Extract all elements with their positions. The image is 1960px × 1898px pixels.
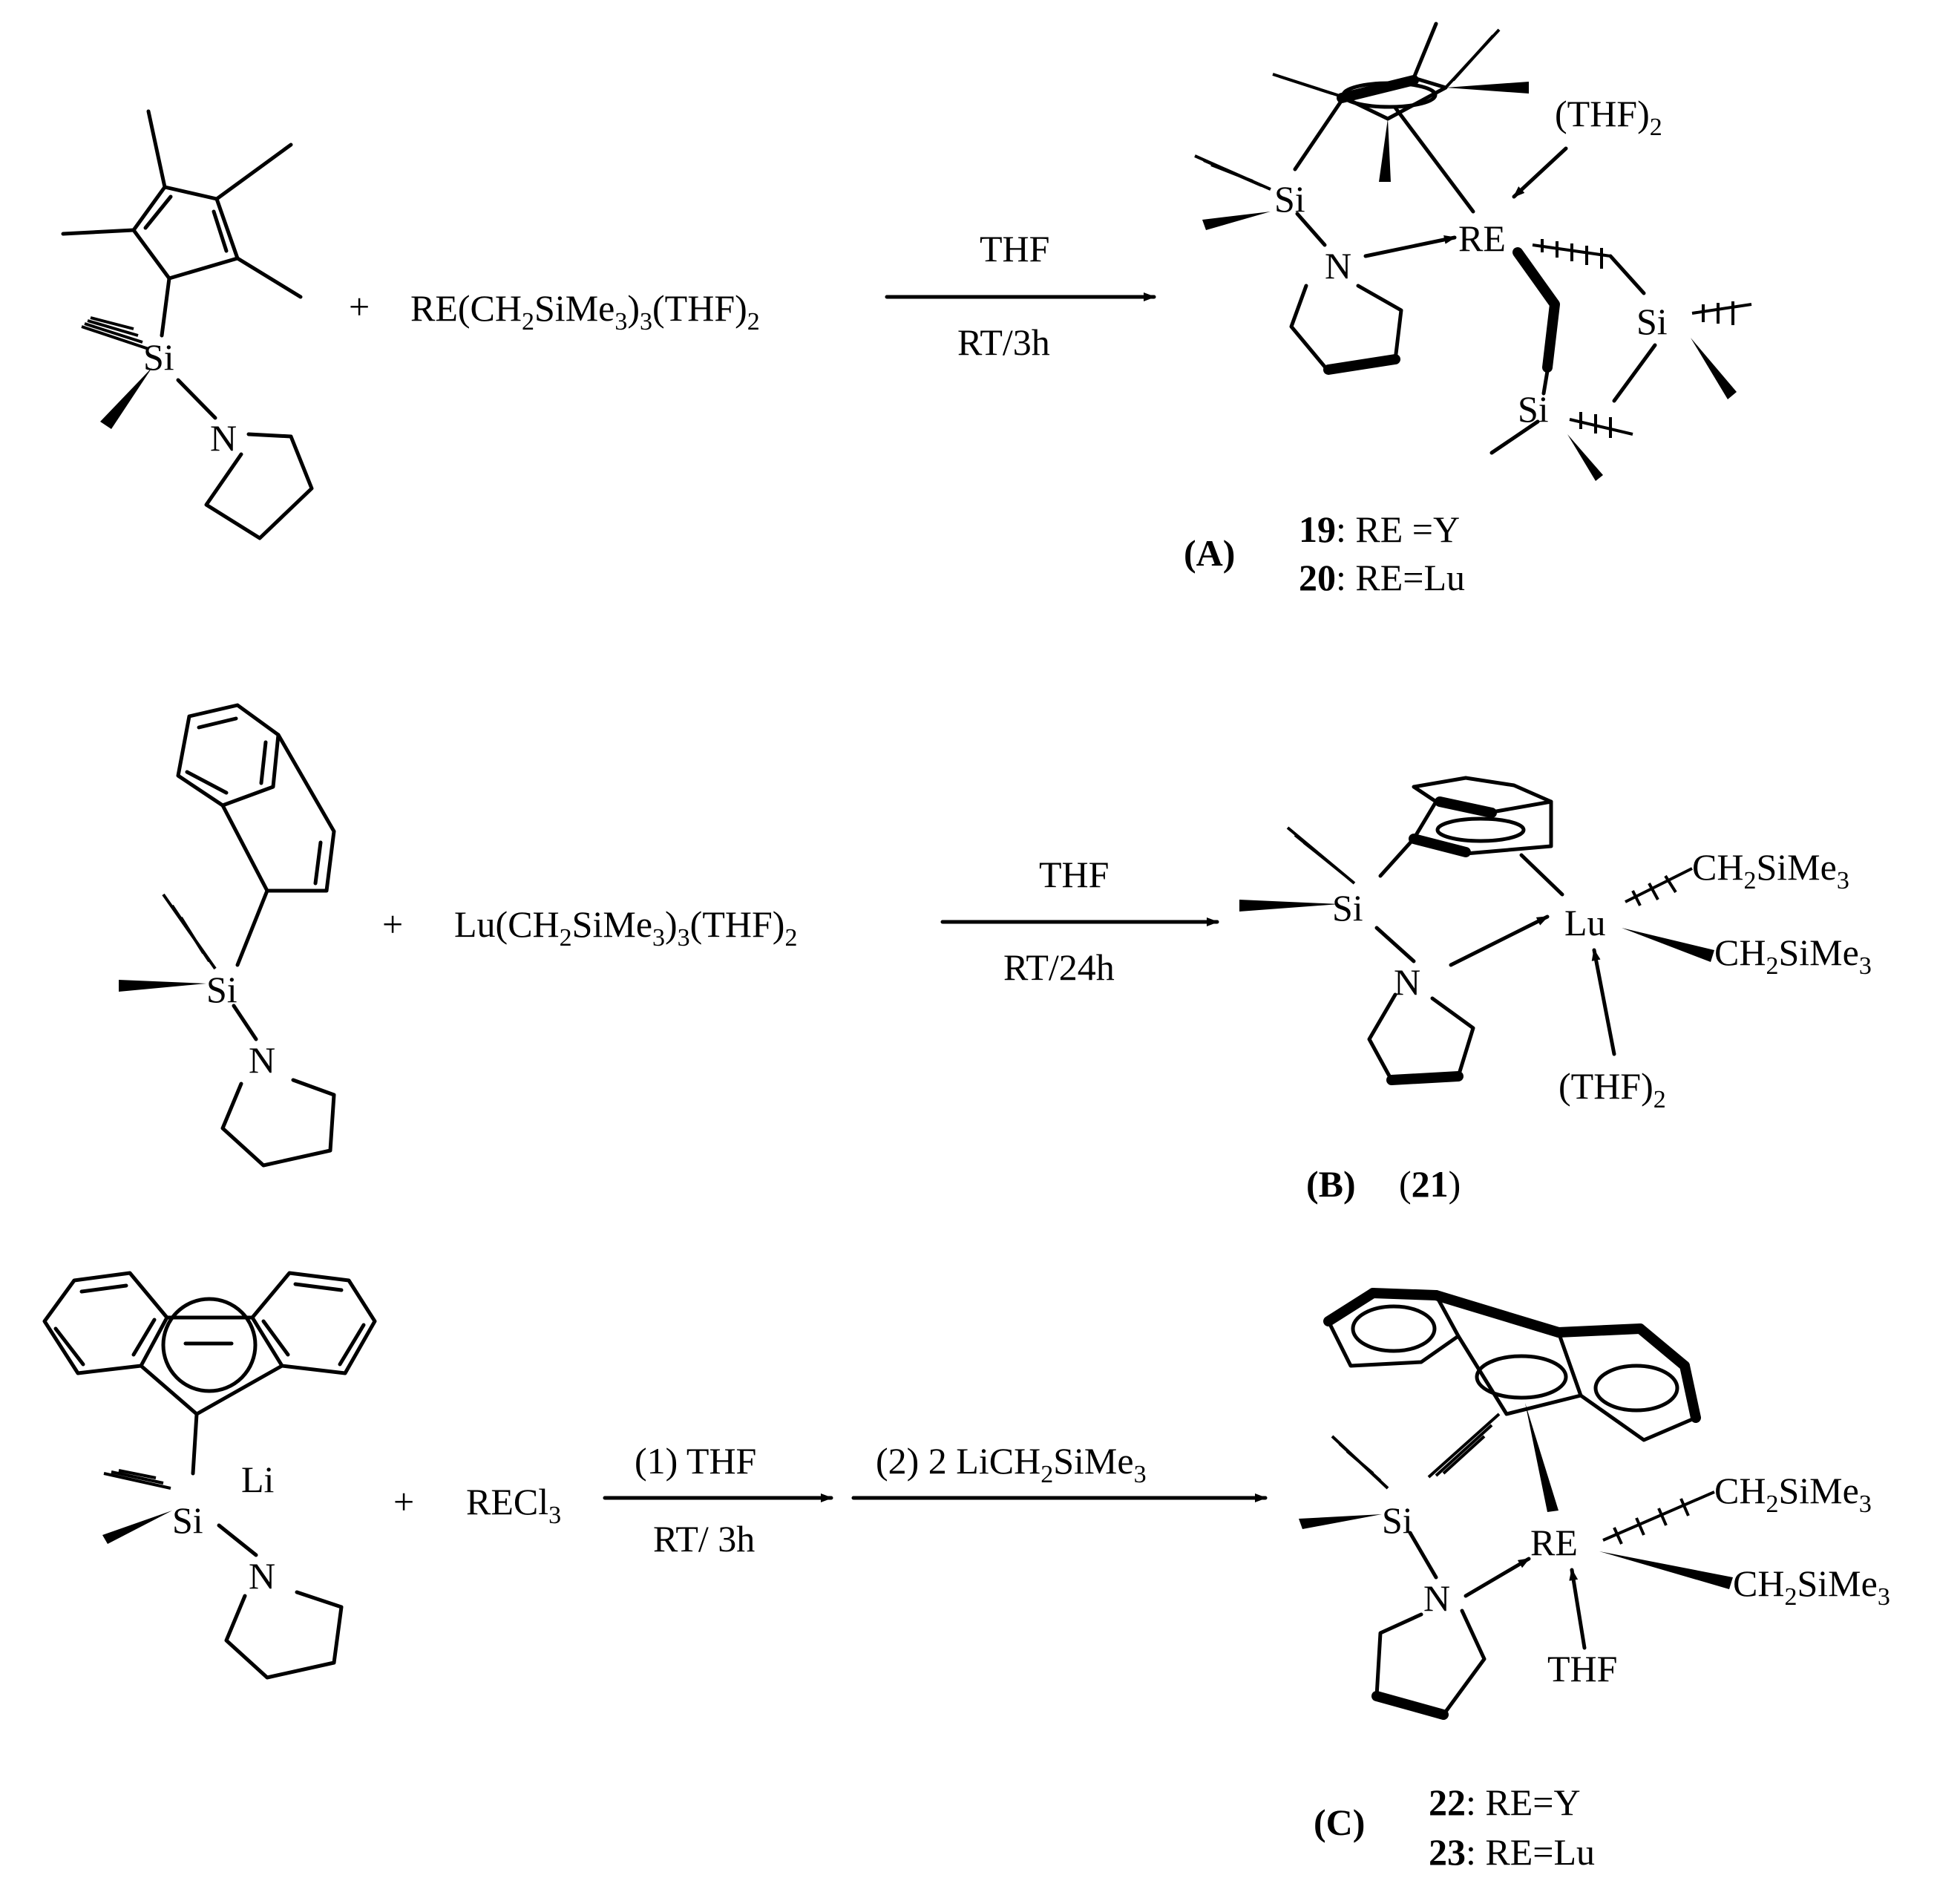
product-b-si-label: Si <box>1332 887 1363 929</box>
reaction-a: Si N + RE(CH2SiMe3)3(THF)2 THF RT/3h <box>61 22 1752 598</box>
compound-22-label: 22: RE=Y <box>1429 1781 1581 1823</box>
product-b-metal-label: Lu <box>1564 902 1606 943</box>
product-c-metal-label: RE <box>1530 1522 1578 1563</box>
conditions-b-below: RT/24h <box>1003 946 1115 988</box>
reactant-a-si-label: Si <box>143 336 174 378</box>
product-a-thf-label: (THF)2 <box>1555 93 1662 141</box>
product-c-structure: CH2SiMe3 CH2SiMe3 THF Si N RE <box>1299 1288 1890 1720</box>
product-a-si-label: Si <box>1274 178 1305 220</box>
product-a-metal-label: RE <box>1458 217 1506 259</box>
compound-21-label: (21) <box>1399 1163 1461 1205</box>
product-b-ligand1-label: CH2SiMe3 <box>1692 846 1849 894</box>
reactant-a-structure: Si N <box>61 109 314 540</box>
plus-sign-b: + <box>382 903 403 945</box>
reactant-c-si-label: Si <box>172 1499 203 1541</box>
product-b-structure: CH2SiMe3 CH2SiMe3 (THF)2 Si N Lu <box>1239 776 1872 1113</box>
compound-20-label: 20: RE=Lu <box>1299 557 1465 598</box>
plus-sign-a: + <box>349 286 370 327</box>
product-a-si3-label: Si <box>1518 388 1549 430</box>
compound-23-label: 23: RE=Lu <box>1429 1831 1595 1873</box>
product-c-si-label: Si <box>1382 1499 1413 1541</box>
reactant-b-si-label: Si <box>206 969 237 1010</box>
product-a-structure: (THF)2 Si N RE Si Si <box>1194 22 1752 481</box>
step2-above: (2) 2 LiCH2SiMe3 <box>876 1440 1147 1488</box>
product-b-thf-label: (THF)2 <box>1559 1065 1666 1113</box>
reagent-b-label: Lu(CH2SiMe3)3(THF)2 <box>454 903 797 952</box>
reactant-c-structure: Li Si N <box>42 1271 377 1680</box>
reactant-b-n-label: N <box>249 1039 275 1081</box>
product-b-n-label: N <box>1394 961 1420 1003</box>
step1-below: RT/ 3h <box>653 1518 755 1560</box>
panel-label-a: (A) <box>1184 532 1235 574</box>
conditions-b-above: THF <box>1039 854 1109 895</box>
product-a-n-label: N <box>1325 245 1351 287</box>
plus-sign-c: + <box>393 1481 414 1522</box>
compound-19-label: 19: RE =Y <box>1299 508 1460 550</box>
reactant-c-li-label: Li <box>241 1459 274 1500</box>
reaction-c: Li Si N + RECl3 (1) THF RT/ 3h (2) 2 LiC… <box>42 1271 1890 1873</box>
product-c-ligand2-label: CH2SiMe3 <box>1733 1562 1890 1611</box>
reactant-b-structure: Si N <box>119 703 336 1168</box>
reactant-c-n-label: N <box>249 1555 275 1597</box>
step1-above: (1) THF <box>635 1440 756 1482</box>
product-c-ligand1-label: CH2SiMe3 <box>1714 1470 1872 1518</box>
product-c-n-label: N <box>1423 1577 1450 1619</box>
conditions-a-below: RT/3h <box>957 321 1050 363</box>
panel-label-c: (C) <box>1314 1802 1365 1843</box>
product-b-ligand2-label: CH2SiMe3 <box>1714 932 1872 980</box>
reagent-c-label: RECl3 <box>466 1481 561 1529</box>
product-c-thf-label: THF <box>1547 1648 1617 1689</box>
conditions-a-above: THF <box>980 228 1049 269</box>
panel-label-b: (B) <box>1306 1163 1356 1205</box>
reagent-a-label: RE(CH2SiMe3)3(THF)2 <box>410 287 760 336</box>
reaction-b: Si N + Lu(CH2SiMe3)3(THF)2 THF RT/24h CH… <box>119 703 1872 1205</box>
product-a-si2-label: Si <box>1636 301 1668 342</box>
reactant-a-n-label: N <box>210 417 237 459</box>
